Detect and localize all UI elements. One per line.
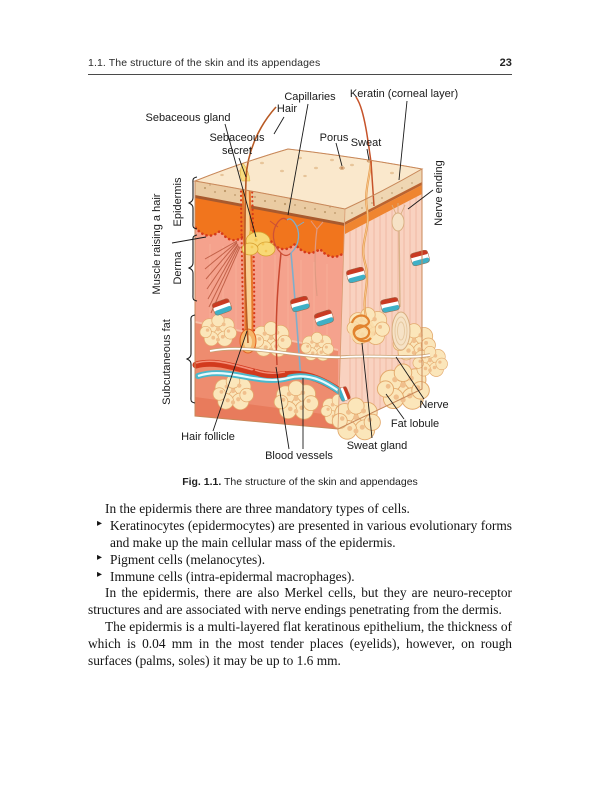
bullet-marker: ▸: [97, 568, 103, 580]
bullet-text: Keratinocytes (epidermocytes) are presen…: [110, 517, 512, 550]
label-hair-follicle: Hair follicle: [181, 431, 235, 443]
bullet-item: ▸ Keratinocytes (epidermocytes) are pres…: [97, 518, 512, 552]
sweat-gland-coil: [350, 314, 372, 343]
arrector-pili-muscle: [204, 240, 241, 314]
page-number: 23: [499, 57, 512, 69]
hair-shaft-left: [244, 106, 277, 344]
body-text: In the epidermis there are three mandato…: [88, 501, 512, 670]
figure-labels: Sebaceous gland Sebaceous secret Hair Ca…: [145, 88, 458, 462]
figure-caption-text: The structure of the skin and appendages: [221, 476, 418, 488]
label-capillaries: Capillaries: [284, 91, 336, 103]
label-sebaceous-gland: Sebaceous gland: [145, 112, 230, 124]
stratum-corneum-right: [345, 169, 422, 222]
epidermis-band: [195, 198, 345, 257]
bullet-marker: ▸: [97, 517, 103, 529]
epidermis-brace: [187, 176, 198, 230]
bullet-text: Pigment cells (melanocytes).: [110, 551, 266, 567]
label-hair: Hair: [277, 103, 298, 115]
figure-caption: Fig. 1.1. The structure of the skin and …: [0, 476, 600, 488]
bullet-item: ▸ Immune cells (intra-epidermal macropha…: [97, 569, 512, 586]
page-header: 1.1. The structure of the skin and its a…: [88, 57, 512, 75]
label-subcutaneous-fat: Subcutaneous fat: [161, 319, 173, 405]
label-sweat: Sweat: [351, 137, 382, 149]
paragraph: In the epidermis, there are also Merkel …: [88, 585, 512, 618]
corneum-base-line-right: [345, 182, 422, 225]
label-sebaceous-secret-2: secret: [222, 145, 252, 157]
label-muscle-raising-a-hair: Muscle raising a hair: [151, 193, 163, 294]
bullet-text: Immune cells (intra-epidermal macrophage…: [110, 568, 355, 584]
label-sebaceous-secret-1: Sebaceous: [209, 132, 265, 144]
paragraph: In the epidermis there are three mandato…: [105, 501, 410, 516]
label-nerve: Nerve: [419, 399, 448, 411]
book-page: 1.1. The structure of the skin and its a…: [0, 57, 600, 807]
nerve-line: [209, 347, 431, 359]
subcutaneous-vessels: [192, 347, 431, 403]
hair-shaft-right: [355, 96, 375, 207]
running-head: 1.1. The structure of the skin and its a…: [88, 57, 321, 69]
label-keratin: Keratin (corneal layer): [350, 88, 458, 100]
label-porus: Porus: [320, 132, 349, 144]
figure-caption-number: Fig. 1.1.: [182, 476, 222, 488]
nerve-ending-structure: [391, 203, 411, 351]
capillary-loops: [269, 217, 324, 381]
label-derma: Derma: [172, 251, 184, 285]
label-nerve-ending: Nerve ending: [433, 160, 445, 225]
stratum-corneum-front: [195, 181, 345, 224]
epidermis-band-right: [345, 185, 422, 234]
bullet-item: ▸ Pigment cells (melanocytes).: [97, 552, 512, 569]
block-outline: [193, 148, 424, 430]
skin-structure-diagram: Sebaceous gland Sebaceous secret Hair Ca…: [145, 88, 458, 462]
sweat-gland-structure: [349, 160, 375, 343]
label-fat-lobule: Fat lobule: [391, 418, 439, 430]
sebaceous-gland-structure: [241, 230, 276, 257]
leader-lines: [171, 100, 434, 450]
paragraph: The epidermis is a multi-layered flat ke…: [88, 619, 512, 669]
label-blood-vessels: Blood vessels: [265, 450, 333, 462]
hairs: [244, 96, 375, 344]
corneum-base-line: [195, 195, 345, 227]
label-sweat-gland: Sweat gland: [347, 440, 408, 452]
subcutaneous-fat-brace: [185, 314, 196, 404]
bullet-marker: ▸: [97, 551, 103, 563]
label-epidermis: Epidermis: [172, 177, 184, 226]
